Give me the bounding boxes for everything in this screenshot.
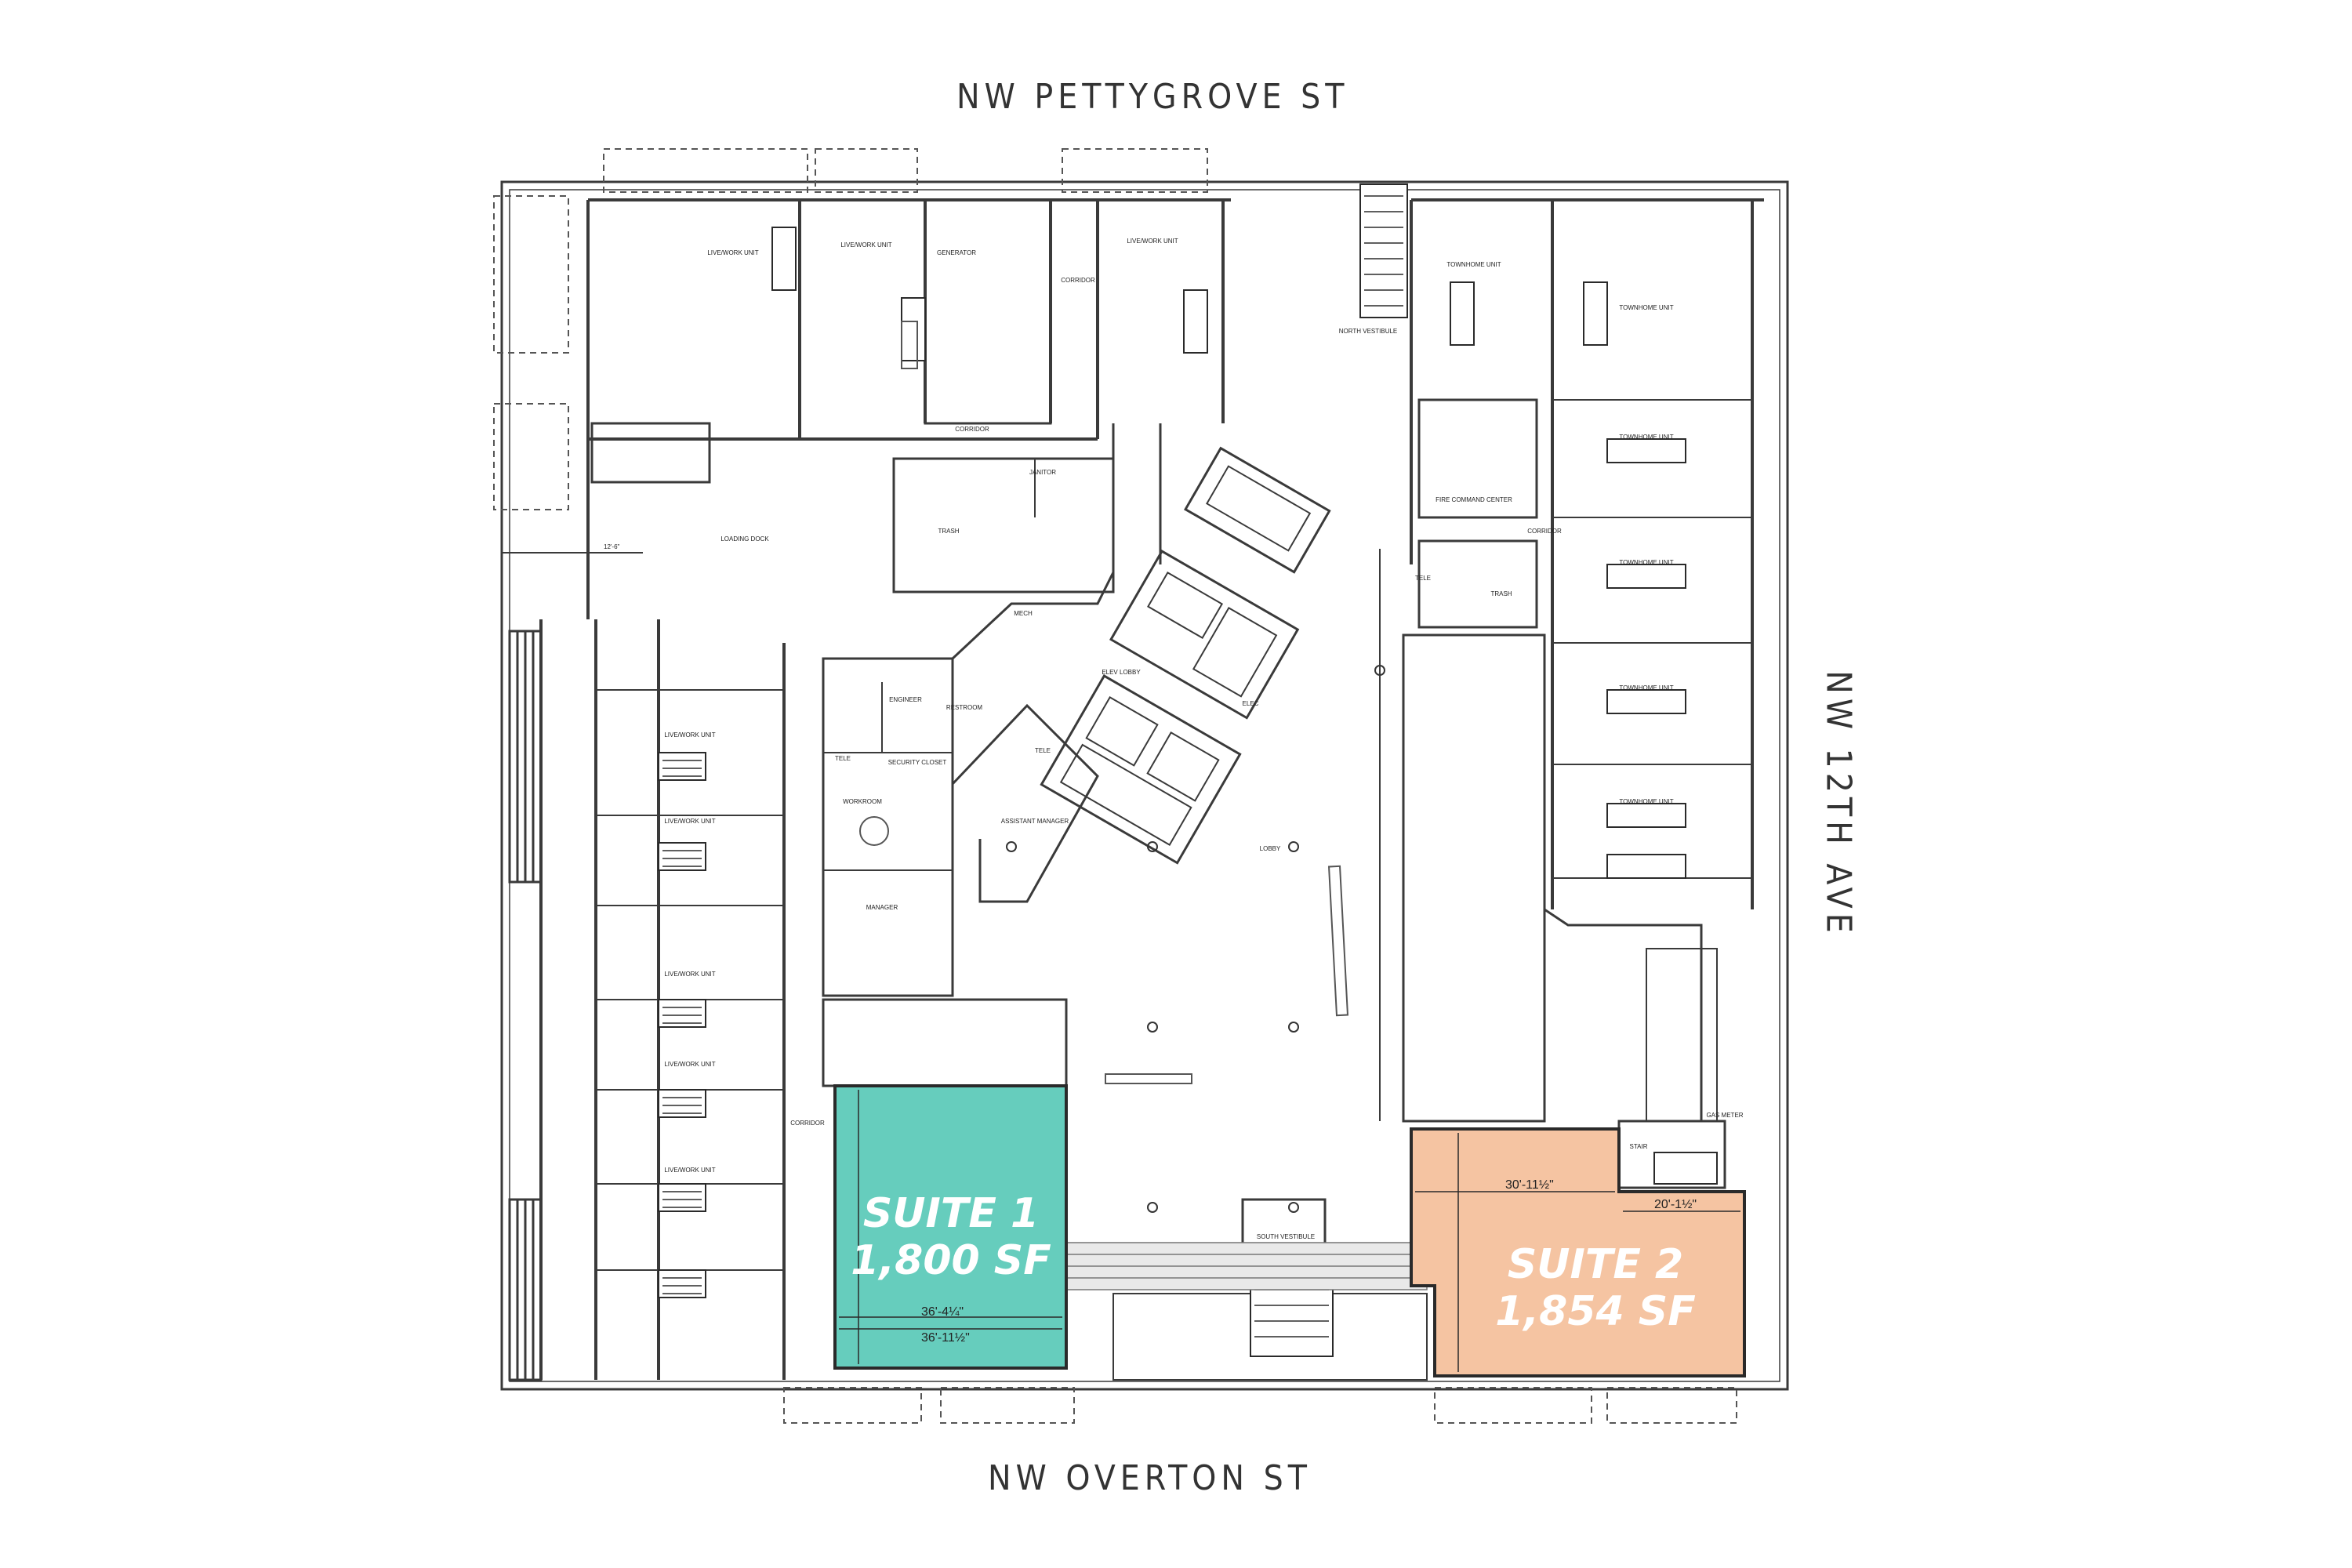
suite-1-dim-a: 36'-4¼" <box>921 1305 964 1319</box>
room-live-work-1: LIVE/WORK UNIT <box>707 249 758 256</box>
room-corridor-north: CORRIDOR <box>955 426 989 433</box>
suite-2-dim-b: 20'-1½" <box>1654 1198 1697 1211</box>
street-label-south: NW OVERTON ST <box>988 1458 1312 1498</box>
suite-1-name: SUITE 1 <box>863 1190 1039 1237</box>
room-elev-lobby: ELEV LOBBY <box>1102 669 1141 676</box>
room-generator: GENERATOR <box>937 249 976 256</box>
suite-2-area-label: 1,854 SF <box>1495 1288 1696 1335</box>
room-stair-south: STAIR <box>1630 1143 1648 1150</box>
room-engineer: ENGINEER <box>889 696 922 703</box>
room-townhome-3: TOWNHOME UNIT <box>1619 434 1673 441</box>
suite-1-area-label: 1,800 SF <box>851 1237 1051 1284</box>
room-live-work-8: LIVE/WORK UNIT <box>664 1167 715 1174</box>
room-live-work-5: LIVE/WORK UNIT <box>664 818 715 825</box>
room-south-vestibule: SOUTH VESTIBULE <box>1257 1233 1315 1240</box>
room-corridor-mid: CORRIDOR <box>1061 277 1095 284</box>
room-live-work-4: LIVE/WORK UNIT <box>664 731 715 739</box>
room-corridor-west: CORRIDOR <box>790 1120 825 1127</box>
room-townhome-4: TOWNHOME UNIT <box>1619 559 1673 566</box>
south-awning-2 <box>940 1387 1075 1424</box>
suite-2[interactable]: SUITE 2 1,854 SF 30'-11½" 20'-1½" <box>1410 1127 1746 1377</box>
room-fire-command: FIRE COMMAND CENTER <box>1436 496 1512 503</box>
room-tele-1: TELE <box>1035 747 1051 754</box>
west-awning-1 <box>493 195 569 354</box>
room-trash-east: TRASH <box>1490 590 1512 597</box>
north-awning-2 <box>815 148 918 193</box>
room-live-work-2: LIVE/WORK UNIT <box>840 241 891 249</box>
room-corridor-east: CORRIDOR <box>1527 528 1562 535</box>
room-workroom: WORKROOM <box>843 798 882 805</box>
south-awning-1 <box>783 1387 922 1424</box>
street-label-north: NW PETTYGROVE ST <box>956 77 1349 117</box>
suite-1[interactable]: SUITE 1 1,800 SF 36'-4¼" 36'-11½" <box>833 1084 1068 1370</box>
svg-text:12'-6": 12'-6" <box>604 543 620 550</box>
suite-2-area <box>1410 1127 1746 1377</box>
room-trash: TRASH <box>938 528 959 535</box>
suite-1-dim-b: 36'-11½" <box>921 1331 970 1345</box>
north-awning-1 <box>603 148 808 193</box>
suite-2-name: SUITE 2 <box>1508 1241 1683 1288</box>
room-restroom: RESTROOM <box>946 704 983 711</box>
west-awning-2 <box>493 403 569 510</box>
room-tele-3: TELE <box>835 755 851 762</box>
room-assistant-manager: ASSISTANT MANAGER <box>1001 818 1069 825</box>
room-elec: ELEC <box>1243 700 1259 707</box>
room-townhome-5: TOWNHOME UNIT <box>1619 684 1673 691</box>
room-loading-dock: LOADING DOCK <box>720 535 769 543</box>
room-mech: MECH <box>1014 610 1033 617</box>
room-tele-2: TELE <box>1415 575 1431 582</box>
room-manager: MANAGER <box>866 904 898 911</box>
room-security-closet: SECURITY CLOSET <box>888 759 947 766</box>
room-townhome-1: TOWNHOME UNIT <box>1446 261 1501 268</box>
room-live-work-3: LIVE/WORK UNIT <box>1127 238 1178 245</box>
room-live-work-7: LIVE/WORK UNIT <box>664 1061 715 1068</box>
room-townhome-6: TOWNHOME UNIT <box>1619 798 1673 805</box>
room-townhome-2: TOWNHOME UNIT <box>1619 304 1673 311</box>
suite-1-area <box>833 1084 1068 1370</box>
suite-2-dim-a: 30'-11½" <box>1505 1178 1554 1192</box>
north-awning-3 <box>1062 148 1208 193</box>
building-outline <box>500 180 1789 1391</box>
room-janitor: JANITOR <box>1029 469 1056 476</box>
room-lobby: LOBBY <box>1260 845 1281 852</box>
room-live-work-6: LIVE/WORK UNIT <box>664 971 715 978</box>
south-awning-4 <box>1606 1387 1737 1424</box>
room-gas-meter: GAS METER <box>1706 1112 1743 1119</box>
street-label-east: NW 12TH AVE <box>1818 670 1859 938</box>
room-north-vestibule: NORTH VESTIBULE <box>1339 328 1398 335</box>
south-awning-3 <box>1434 1387 1592 1424</box>
